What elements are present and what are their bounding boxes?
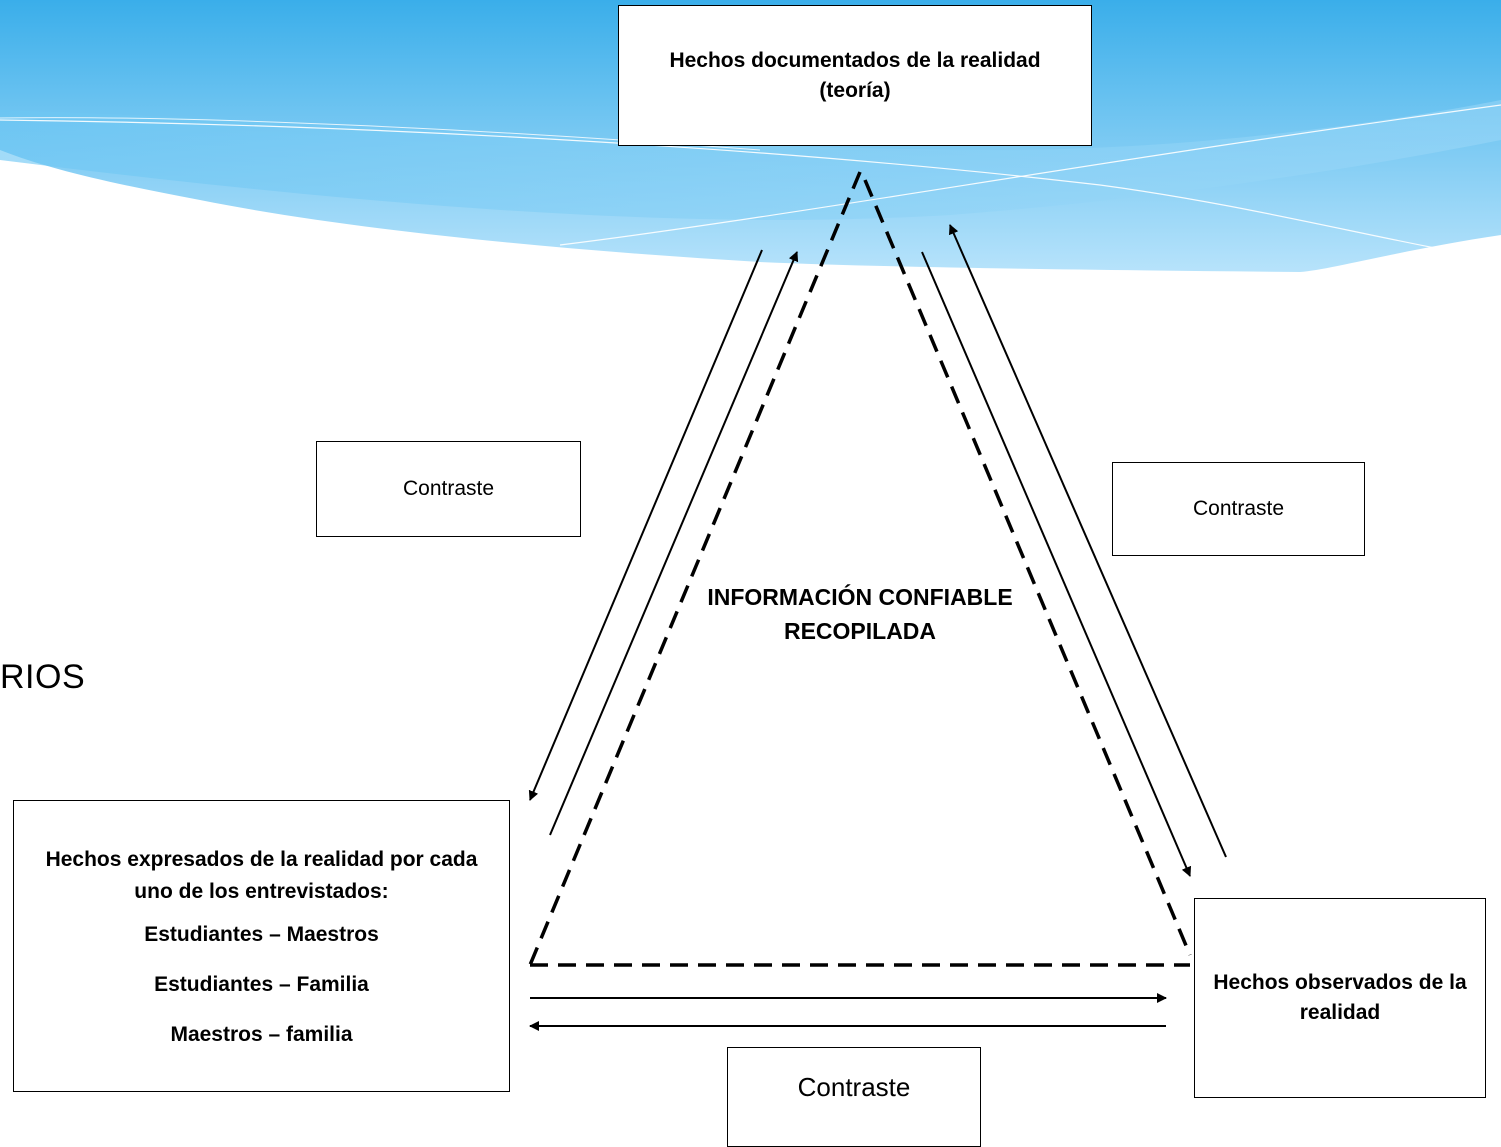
expressed-pair-2: Estudiantes – Familia <box>154 973 369 996</box>
contrast-arrows <box>528 224 1227 1031</box>
expressed-pair-3: Maestros – familia <box>170 1023 353 1046</box>
partial-side-text: RIOS <box>0 658 86 696</box>
contrast-right-label: Contraste <box>1192 497 1285 520</box>
arrow-top-to-right <box>921 251 1192 877</box>
arrow-top-to-left <box>528 249 763 801</box>
documented-facts-node: Hechos documentados de la realidad (teor… <box>618 5 1092 146</box>
observed-facts-label: Hechos observados de la realidad <box>1213 971 1467 1024</box>
expressed-facts-node: Hechos expresados de la realidad por cad… <box>13 800 510 1092</box>
expressed-pair-1: Estudiantes – Maestros <box>144 923 379 946</box>
observed-facts-node: Hechos observados de la realidad <box>1194 898 1486 1098</box>
expressed-facts-title: Hechos expresados de la realidad por cad… <box>45 848 478 903</box>
documented-facts-label: Hechos documentados de la realidad (teor… <box>669 48 1041 102</box>
contrast-bottom-box: Contraste <box>727 1047 981 1147</box>
contrast-left-label: Contraste <box>402 477 495 500</box>
contrast-right-box: Contraste <box>1112 462 1365 556</box>
arrow-right-to-top <box>949 224 1227 858</box>
center-info-label: INFORMACIÓN CONFIABLE RECOPILADA <box>707 584 1013 644</box>
contrast-bottom-label: Contraste <box>797 1071 911 1102</box>
arrow-left-to-top <box>549 251 799 836</box>
dashed-triangle <box>528 171 1192 967</box>
contrast-left-box: Contraste <box>316 441 581 537</box>
